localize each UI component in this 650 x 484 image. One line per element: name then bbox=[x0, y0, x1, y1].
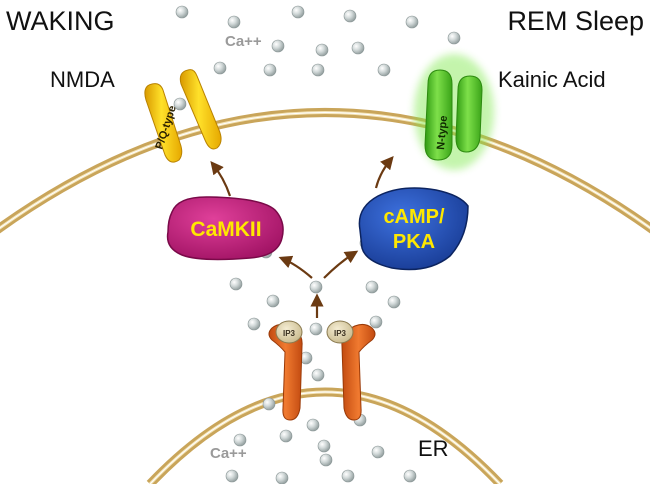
pka-label: PKA bbox=[393, 231, 435, 253]
calcium-ion bbox=[227, 15, 241, 29]
arrow-camkii-to-pq bbox=[210, 160, 232, 197]
calcium-ion bbox=[309, 322, 323, 336]
calcium-ion bbox=[271, 39, 285, 53]
calcium-ion bbox=[291, 5, 305, 19]
camp-label: cAMP/ bbox=[383, 206, 445, 228]
calcium-bottom-label: Ca++ bbox=[210, 445, 247, 462]
calcium-ion bbox=[387, 295, 401, 309]
kainic-acid-label: Kainic Acid bbox=[498, 67, 606, 92]
calcium-ion bbox=[447, 31, 461, 45]
calcium-ions bbox=[173, 5, 461, 484]
calcium-ion bbox=[213, 61, 227, 75]
calcium-ion bbox=[309, 280, 323, 294]
calcium-ion bbox=[275, 471, 289, 484]
plasma-membrane bbox=[0, 108, 650, 234]
calcium-ion bbox=[229, 277, 243, 291]
calcium-ion bbox=[403, 469, 417, 483]
calcium-ion bbox=[263, 63, 277, 77]
camkii-label: CaMKII bbox=[190, 218, 261, 241]
calcium-ion bbox=[247, 317, 261, 331]
calcium-ion bbox=[306, 418, 320, 432]
ip3-receptor: IP3 IP3 bbox=[268, 320, 376, 421]
arrow-pka-to-n bbox=[374, 155, 394, 189]
er-label: ER bbox=[418, 436, 449, 461]
waking-label: WAKING bbox=[6, 6, 115, 36]
nmda-label: NMDA bbox=[50, 67, 115, 92]
n-type-channel: N-type bbox=[414, 54, 494, 170]
camkii-kinase: CaMKII bbox=[166, 196, 284, 261]
calcium-ion bbox=[351, 41, 365, 55]
arrow-to-pka bbox=[323, 250, 359, 279]
ip3-ligand-left bbox=[275, 320, 303, 344]
n-type-label: N-type bbox=[435, 115, 450, 150]
ip3-ligand-right bbox=[326, 320, 354, 344]
signaling-arrows bbox=[210, 155, 394, 318]
ip3-right-label: IP3 bbox=[334, 329, 347, 338]
calcium-ion bbox=[311, 368, 325, 382]
calcium-ion bbox=[233, 433, 247, 447]
calcium-ion bbox=[319, 453, 333, 467]
calcium-ion bbox=[371, 445, 385, 459]
er-membrane bbox=[146, 387, 504, 484]
calcium-ion bbox=[279, 429, 293, 443]
calcium-ion bbox=[343, 9, 357, 23]
ip3-left-label: IP3 bbox=[283, 329, 296, 338]
calcium-ion bbox=[369, 315, 383, 329]
calcium-ion bbox=[317, 439, 331, 453]
calcium-ion bbox=[225, 469, 239, 483]
calcium-ion bbox=[341, 469, 355, 483]
calcium-ion bbox=[262, 397, 276, 411]
camp-pka-kinase: cAMP/ PKA bbox=[358, 187, 469, 271]
pq-type-channel: P/Q-type bbox=[144, 69, 222, 163]
calcium-ion bbox=[377, 63, 391, 77]
calcium-ion bbox=[175, 5, 189, 19]
calcium-top-label: Ca++ bbox=[225, 33, 262, 50]
calcium-ion bbox=[405, 15, 419, 29]
calcium-ion bbox=[173, 97, 187, 111]
rem-sleep-label: REM Sleep bbox=[507, 6, 644, 36]
calcium-ion bbox=[315, 43, 329, 57]
calcium-ion bbox=[266, 294, 280, 308]
calcium-ion bbox=[365, 280, 379, 294]
arrow-to-camkii bbox=[278, 255, 313, 279]
calcium-ion bbox=[311, 63, 325, 77]
